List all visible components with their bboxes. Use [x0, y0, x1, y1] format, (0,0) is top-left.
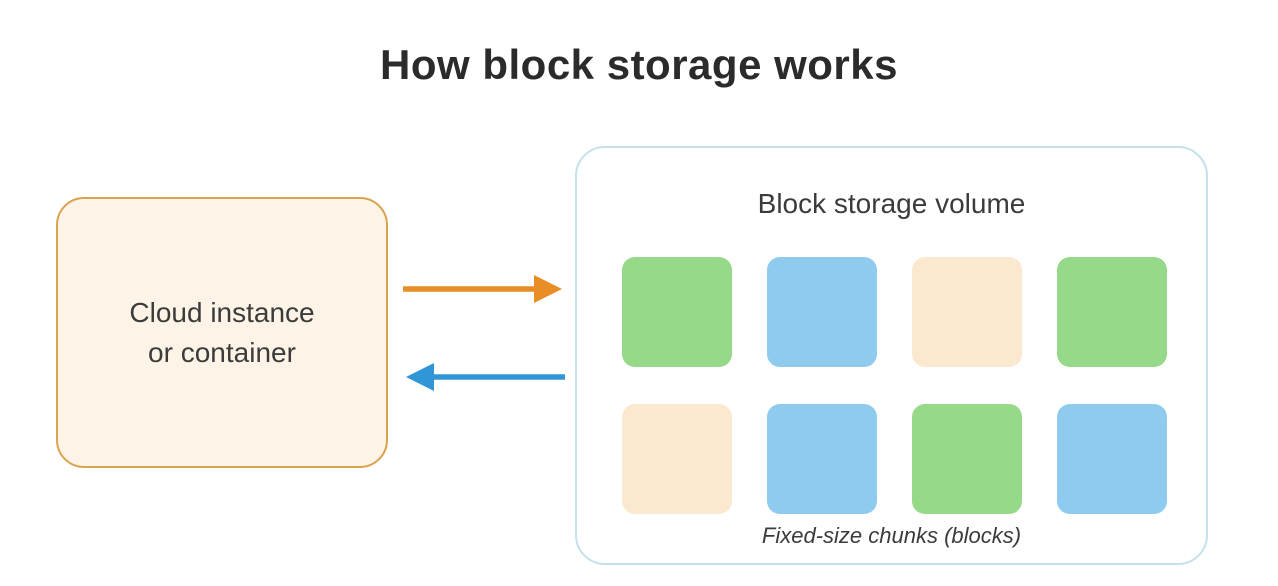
cloud-label-line2: or container — [148, 336, 296, 368]
storage-block-cream — [912, 257, 1022, 367]
fixed-size-chunks-caption: Fixed-size chunks (blocks) — [761, 523, 1022, 548]
storage-block-blue — [767, 257, 877, 367]
storage-block-cream — [622, 404, 732, 514]
block-storage-volume-title: Block storage volume — [757, 188, 1026, 219]
read-arrow-icon — [406, 363, 565, 391]
write-arrow-icon — [403, 275, 562, 303]
block-storage-volume-box: Block storage volume Fixed-size chunks (… — [575, 146, 1208, 565]
storage-block-blue — [767, 404, 877, 514]
storage-block-green — [1057, 257, 1167, 367]
storage-block-green — [622, 257, 732, 367]
cloud-instance-label: Cloud instance or container — [129, 293, 314, 373]
cloud-instance-box: Cloud instance or container — [56, 197, 388, 468]
storage-block-blue — [1057, 404, 1167, 514]
storage-block-green — [912, 404, 1022, 514]
page-title: How block storage works — [380, 41, 898, 88]
data-flow-arrows — [403, 275, 565, 391]
block-grid — [622, 257, 1167, 514]
cloud-label-line1: Cloud instance — [129, 296, 315, 328]
